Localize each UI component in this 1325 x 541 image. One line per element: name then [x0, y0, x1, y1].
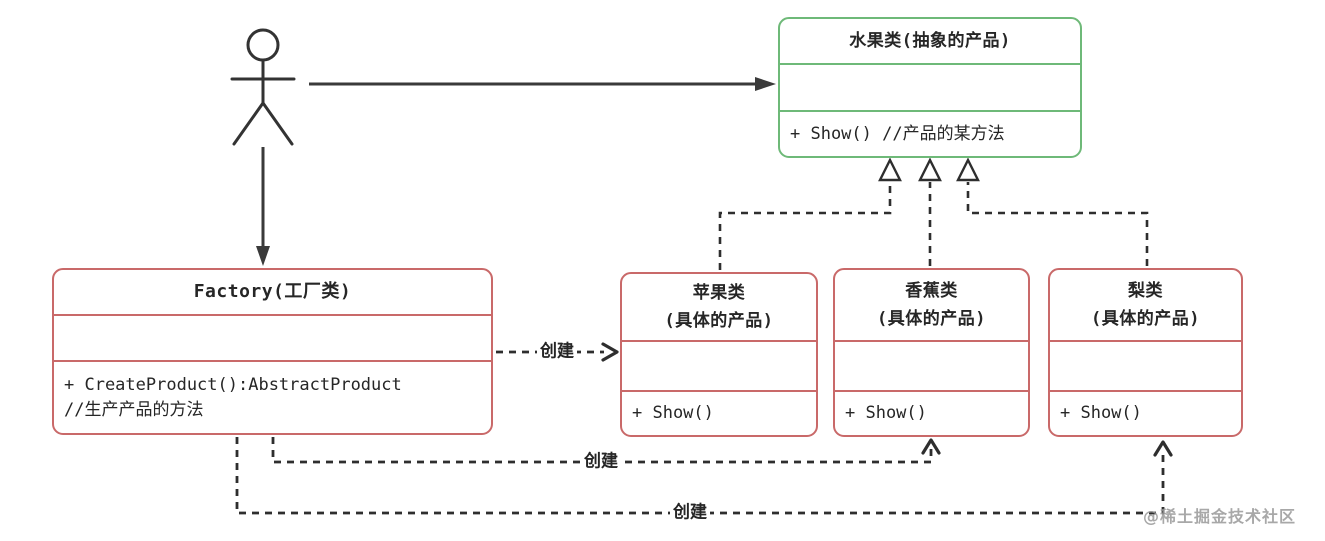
class-box-banana: 香蕉类 (具体的产品) + Show() — [833, 268, 1030, 437]
class-box-abstract-product: 水果类(抽象的产品) + Show() //产品的某方法 — [778, 17, 1082, 158]
apple-methods-section: + Show() — [622, 390, 816, 435]
pear-title: 梨类 (具体的产品) — [1050, 270, 1241, 340]
banana-title: 香蕉类 (具体的产品) — [835, 270, 1028, 340]
factory-methods-section: + CreateProduct():AbstractProduct //生产产品… — [54, 360, 491, 433]
association-arrow-to-factory — [256, 147, 270, 266]
realization-arrow-banana — [918, 157, 942, 266]
abstract-product-attributes-section — [780, 63, 1080, 110]
method-text: + Show() //产品的某方法 — [790, 123, 1005, 144]
banana-attributes-section — [835, 340, 1028, 390]
watermark: @稀土掘金技术社区 — [1143, 507, 1297, 526]
class-box-apple: 苹果类 (具体的产品) + Show() — [620, 272, 818, 437]
class-name-text: 梨类 — [1128, 280, 1163, 301]
association-arrow-to-product — [309, 77, 776, 91]
method-text: + Show() — [632, 403, 714, 423]
create-label-banana: 创建 — [581, 453, 621, 471]
realization-arrow-pear — [956, 157, 1149, 266]
realization-arrow-apple — [718, 157, 902, 270]
class-box-factory: Factory(工厂类) + CreateProduct():AbstractP… — [52, 268, 493, 435]
apple-attributes-section — [622, 340, 816, 390]
pear-methods-section: + Show() — [1050, 390, 1241, 435]
class-subtitle-text: (具体的产品) — [664, 311, 774, 331]
abstract-product-title: 水果类(抽象的产品) — [780, 19, 1080, 63]
factory-title: Factory(工厂类) — [54, 270, 491, 314]
factory-attributes-section — [54, 314, 491, 360]
actor-icon — [230, 28, 296, 146]
class-name-text: 苹果类 — [692, 282, 746, 303]
class-name-text: 香蕉类 — [905, 280, 958, 301]
class-box-pear: 梨类 (具体的产品) + Show() — [1048, 268, 1243, 437]
method-text: + CreateProduct():AbstractProduct — [64, 374, 402, 395]
banana-methods-section: + Show() — [835, 390, 1028, 435]
apple-title: 苹果类 (具体的产品) — [622, 274, 816, 340]
class-name-text: Factory(工厂类) — [193, 281, 352, 303]
method-text: + Show() — [845, 403, 927, 423]
class-subtitle-text: (具体的产品) — [1091, 309, 1200, 329]
create-label-pear: 创建 — [670, 504, 710, 522]
method-comment-text: //生产产品的方法 — [64, 399, 204, 420]
create-label-apple: 创建 — [537, 343, 577, 361]
abstract-product-methods-section: + Show() //产品的某方法 — [780, 110, 1080, 156]
method-text: + Show() — [1060, 403, 1142, 423]
pear-attributes-section — [1050, 340, 1241, 390]
class-subtitle-text: (具体的产品) — [877, 309, 986, 329]
class-name-text: 水果类(抽象的产品) — [849, 30, 1011, 51]
